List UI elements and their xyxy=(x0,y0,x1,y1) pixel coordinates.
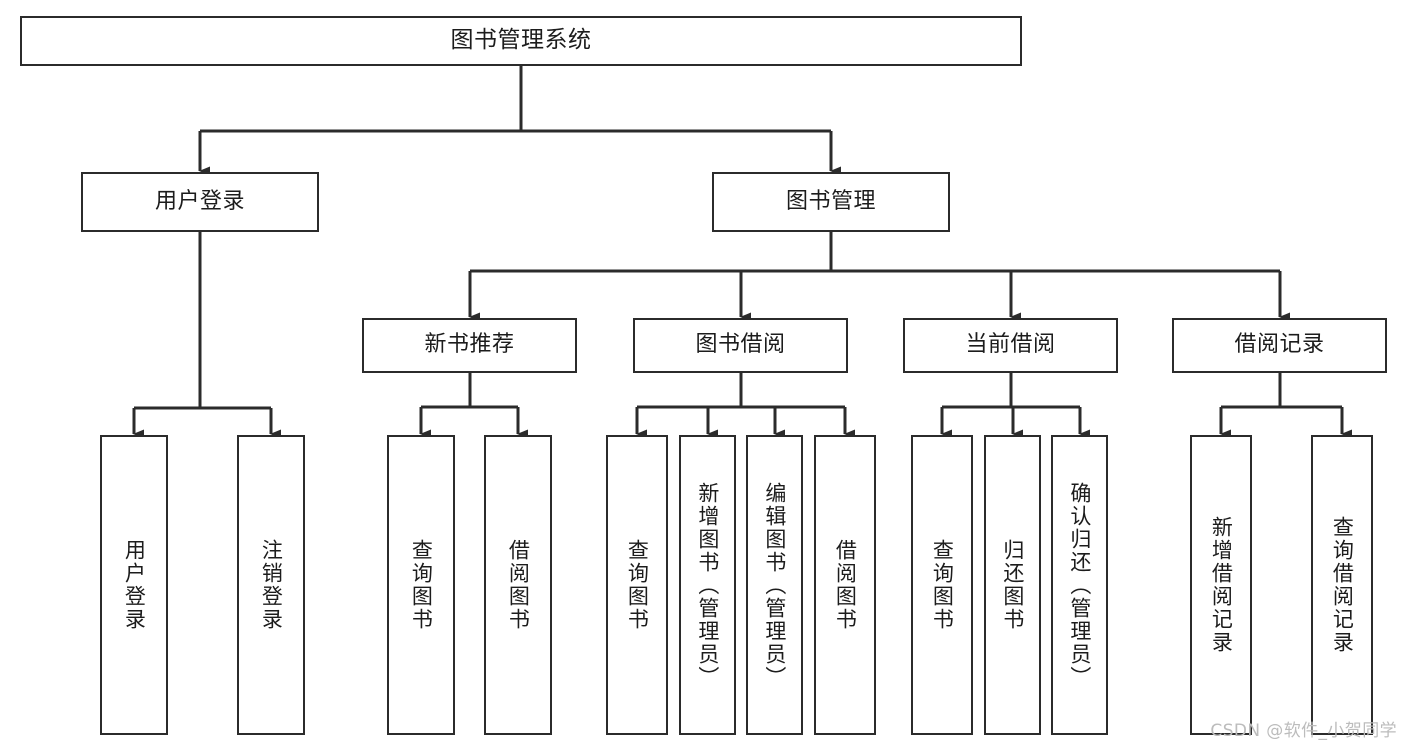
node-user-login[interactable]: 用户登录 xyxy=(81,172,319,232)
node-label: 借阅图书 xyxy=(506,539,531,631)
node-label: 借阅图书 xyxy=(833,539,858,631)
node-label: 注销登录 xyxy=(259,539,284,631)
node-leaf-bb-edit[interactable]: 编辑图书（管理员） xyxy=(746,435,803,735)
node-leaf-bb-add[interactable]: 新增图书（管理员） xyxy=(679,435,736,735)
node-leaf-bb-borrow[interactable]: 借阅图书 xyxy=(814,435,876,735)
node-leaf-cb-confirm[interactable]: 确认归还（管理员） xyxy=(1051,435,1108,735)
node-label: 查询图书 xyxy=(930,539,955,631)
node-leaf-rec-borrow[interactable]: 借阅图书 xyxy=(484,435,552,735)
node-label: 新增借阅记录 xyxy=(1209,516,1234,654)
node-label: 编辑图书（管理员） xyxy=(762,481,787,689)
node-label: 图书管理 xyxy=(785,188,876,214)
node-label: 确认归还（管理员） xyxy=(1067,481,1092,689)
node-label: 查询借阅记录 xyxy=(1330,516,1355,654)
node-borrow-record[interactable]: 借阅记录 xyxy=(1172,318,1387,373)
node-leaf-bb-query[interactable]: 查询图书 xyxy=(606,435,668,735)
node-new-book-rec[interactable]: 新书推荐 xyxy=(362,318,577,373)
node-leaf-br-query[interactable]: 查询借阅记录 xyxy=(1311,435,1373,735)
node-book-borrow[interactable]: 图书借阅 xyxy=(633,318,848,373)
node-leaf-user-login[interactable]: 用户登录 xyxy=(100,435,168,735)
node-label: 新书推荐 xyxy=(424,332,515,358)
node-current-borrow[interactable]: 当前借阅 xyxy=(903,318,1118,373)
node-label: 查询图书 xyxy=(409,539,434,631)
node-label: 借阅记录 xyxy=(1234,332,1325,358)
node-label: 用户登录 xyxy=(122,539,147,631)
node-book-manage[interactable]: 图书管理 xyxy=(712,172,950,232)
node-leaf-user-logout[interactable]: 注销登录 xyxy=(237,435,305,735)
node-leaf-cb-query[interactable]: 查询图书 xyxy=(911,435,973,735)
node-leaf-cb-return[interactable]: 归还图书 xyxy=(984,435,1041,735)
node-label: 图书管理系统 xyxy=(450,27,592,54)
node-root[interactable]: 图书管理系统 xyxy=(20,16,1022,66)
node-leaf-br-add[interactable]: 新增借阅记录 xyxy=(1190,435,1252,735)
node-label: 查询图书 xyxy=(625,539,650,631)
node-label: 用户登录 xyxy=(154,188,245,214)
node-label: 当前借阅 xyxy=(965,332,1056,358)
node-leaf-rec-query[interactable]: 查询图书 xyxy=(387,435,455,735)
node-label: 图书借阅 xyxy=(695,332,786,358)
node-label: 归还图书 xyxy=(1000,539,1025,631)
node-label: 新增图书（管理员） xyxy=(695,481,720,689)
